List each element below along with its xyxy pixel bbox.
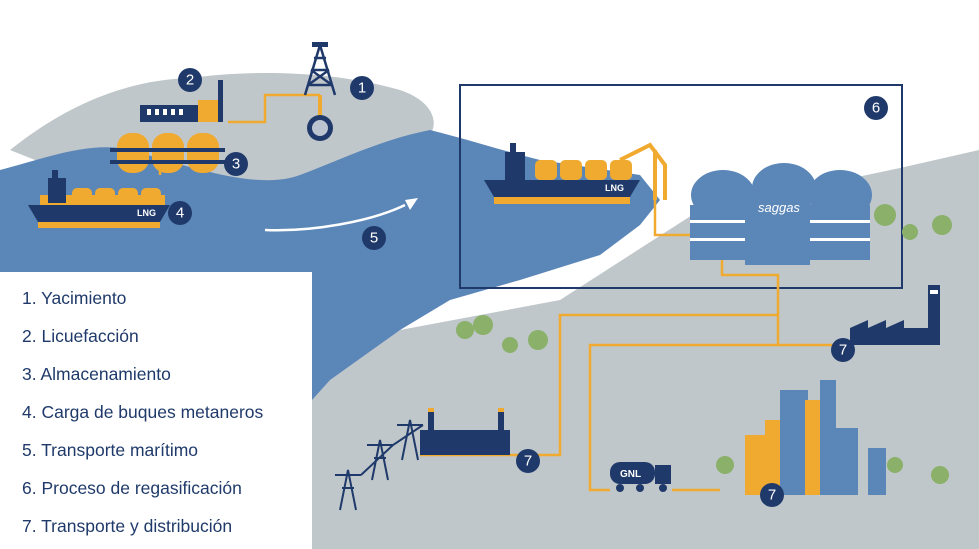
badge-3: 3	[232, 156, 240, 173]
badge-4: 4	[176, 205, 184, 222]
regasification-plant-icon: saggas	[690, 163, 872, 265]
power-pylons-icon	[335, 419, 424, 511]
truck-label: GNL	[620, 469, 641, 480]
badge-1: 1	[358, 80, 366, 97]
legend-item-transporte-maritimo: 5. Transporte marítimo	[22, 440, 199, 460]
derrick-icon	[303, 42, 337, 141]
plant-brand: saggas	[758, 200, 800, 215]
legend-item-regasificacion: 6. Proceso de regasificación	[22, 478, 242, 498]
legend-item-almacenamiento: 3. Almacenamiento	[22, 364, 171, 384]
legend-item-distribucion: 7. Transporte y distribución	[22, 516, 233, 536]
factory-icon	[850, 285, 940, 345]
badge-7-city: 7	[768, 487, 776, 504]
legend-item-licuefaccion: 2. Licuefacción	[22, 326, 139, 346]
badge-2: 2	[186, 72, 194, 89]
city-buildings-icon	[745, 380, 886, 495]
storage-tanks-icon	[110, 133, 225, 173]
legend-item-yacimiento: 1. Yacimiento	[22, 288, 127, 308]
power-plant-icon	[420, 408, 510, 455]
badge-7-industry: 7	[839, 342, 847, 359]
liquefaction-plant-icon	[140, 80, 223, 122]
legend-list: 1. Yacimiento 2. Licuefacción 3. Almacen…	[0, 272, 312, 549]
badges: 1 2 3 4 5 6 7 7 7	[168, 68, 888, 507]
trees-icon	[456, 204, 952, 484]
ship-right-label: LNG	[605, 183, 624, 193]
regasification-frame	[459, 84, 903, 289]
seagulls-icon	[518, 108, 590, 135]
sea-route-arrow	[264, 203, 406, 232]
lng-ship-left-icon: LNG	[28, 170, 170, 228]
lng-ship-right-icon: LNG	[484, 142, 667, 204]
badge-6: 6	[872, 100, 880, 117]
badge-7-power: 7	[524, 453, 532, 470]
gnl-truck-icon: GNL	[610, 462, 671, 492]
legend-panel: 1. Yacimiento 2. Licuefacción 3. Almacen…	[0, 272, 312, 549]
ship-left-label: LNG	[137, 208, 156, 218]
badge-5: 5	[370, 230, 378, 247]
legend-item-carga: 4. Carga de buques metaneros	[22, 402, 264, 422]
